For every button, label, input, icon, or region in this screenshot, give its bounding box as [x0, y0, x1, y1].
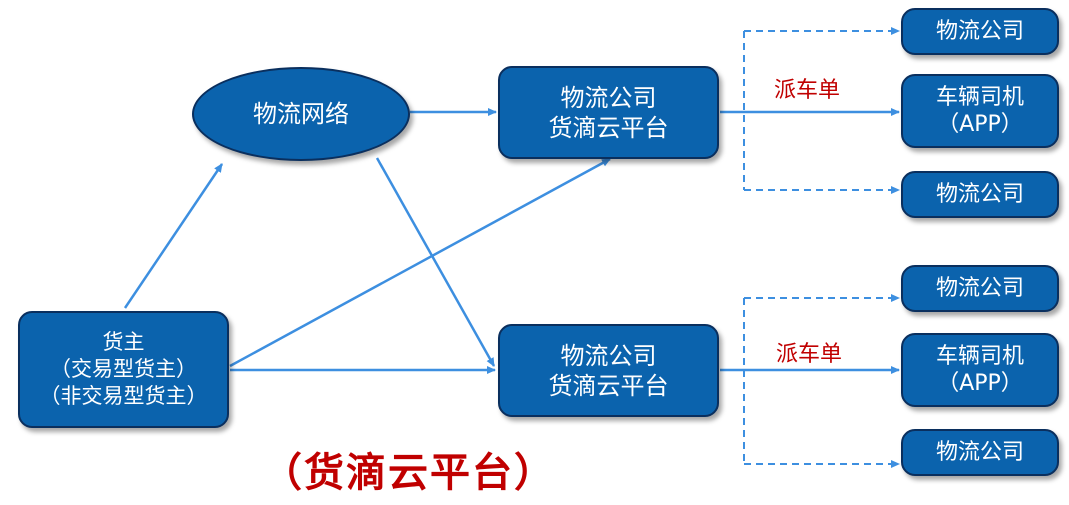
vehicle-driver-node-bottom: 车辆司机 （APP） — [901, 333, 1059, 407]
logistics-company-label: 物流公司 — [935, 439, 1024, 465]
logistics-network-node: 物流网络 — [192, 67, 410, 161]
logistics-company-node-top-2: 物流公司 — [901, 171, 1059, 218]
shipper-node: 货主 （交易型货主） （非交易型货主） — [18, 311, 229, 428]
logistics-network-label: 物流网络 — [253, 100, 349, 128]
shipper-type-non-trading: （非交易型货主） — [39, 384, 208, 409]
dispatch-order-label-bottom: 派车单 — [776, 342, 843, 367]
logistics-company-node-bottom-1: 物流公司 — [901, 265, 1059, 312]
platform-bottom-line2: 货滴云平台 — [548, 371, 669, 400]
vehicle-driver-label: 车辆司机 — [935, 84, 1024, 110]
vehicle-driver-app-label: （APP） — [937, 371, 1023, 396]
logistics-company-node-bottom-2: 物流公司 — [901, 429, 1059, 476]
arrow-shipper-to-platform-top — [229, 157, 611, 368]
logistics-company-label: 物流公司 — [935, 181, 1024, 207]
shipper-type-trading: （交易型货主） — [50, 356, 197, 381]
logistics-company-label: 物流公司 — [935, 18, 1024, 44]
platform-top-line1: 物流公司 — [560, 83, 657, 112]
arrow-network-to-platform-bottom — [375, 157, 496, 367]
vehicle-driver-label: 车辆司机 — [935, 343, 1024, 369]
diagram-caption: （货滴云平台） — [262, 450, 556, 496]
platform-bottom-line1: 物流公司 — [560, 341, 657, 370]
logistics-company-node-top-1: 物流公司 — [901, 8, 1059, 55]
vehicle-driver-app-label: （APP） — [937, 112, 1023, 137]
platform-top-line2: 货滴云平台 — [548, 113, 669, 142]
arrow-shipper-to-network — [123, 163, 224, 309]
vehicle-driver-node-top: 车辆司机 （APP） — [901, 74, 1059, 148]
shipper-title: 货主 — [102, 329, 145, 354]
dispatch-order-label-top: 派车单 — [774, 78, 841, 103]
logistics-company-label: 物流公司 — [935, 275, 1024, 301]
platform-node-bottom: 物流公司 货滴云平台 — [498, 324, 719, 417]
platform-node-top: 物流公司 货滴云平台 — [498, 66, 719, 159]
